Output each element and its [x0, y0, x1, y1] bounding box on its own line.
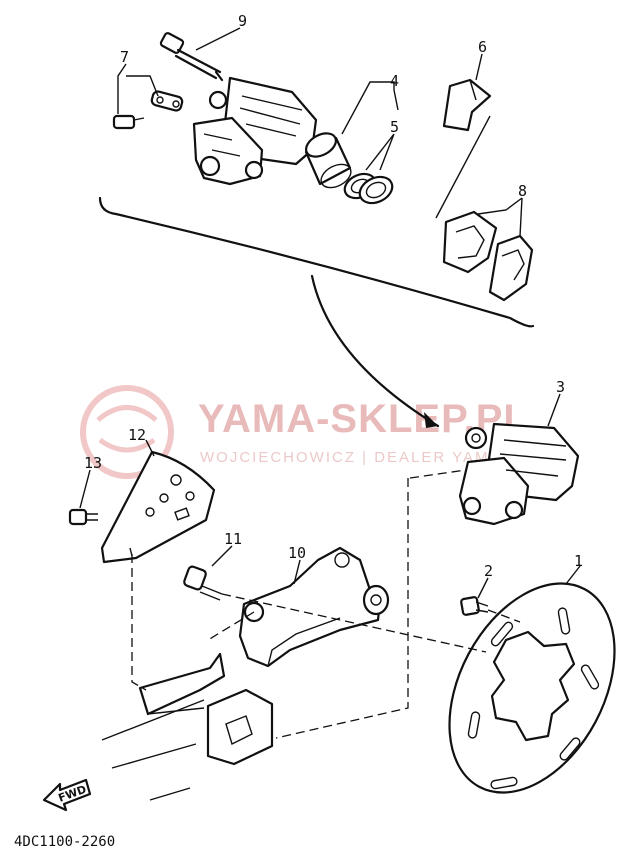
callout-11: 11: [224, 530, 242, 548]
callout-3: 3: [556, 378, 565, 396]
part-4-piston: [304, 132, 352, 189]
part-8-brake-pads: [442, 210, 534, 302]
callout-1: 1: [574, 552, 583, 570]
callout-13: 13: [84, 454, 102, 472]
part-11-bolt: [183, 545, 233, 601]
watermark-logo-icon: [80, 385, 174, 479]
watermark-subtitle: WOJCIECHOWICZ | DEALER YAMAHA: [200, 449, 526, 466]
part-6-pad-spring: [442, 78, 492, 132]
callout-10: 10: [288, 544, 306, 562]
part-13-bolt: [68, 469, 98, 526]
part-7-bleeder: [112, 90, 184, 130]
assembly-lines: [131, 469, 521, 739]
callout-9: 9: [238, 12, 247, 30]
part-5-seals: [343, 172, 394, 205]
callout-4: 4: [390, 72, 399, 90]
callout-7: 7: [120, 48, 129, 66]
callouts: 1 2 3 4 5 6 7 8 9 10 11 12 13: [84, 12, 583, 580]
part-3-caliper-assy: [458, 393, 580, 526]
part-2-bolt: [460, 577, 489, 616]
callout-5: 5: [390, 118, 399, 136]
callout-12: 12: [128, 426, 146, 444]
upper-caliper: [192, 76, 318, 186]
part-9-bolt: [159, 32, 224, 82]
hub-mount: [101, 652, 274, 801]
callout-8: 8: [518, 182, 527, 200]
part-1-brake-disc: [448, 565, 616, 794]
group-bracket: [98, 196, 535, 428]
callout-2: 2: [484, 562, 493, 580]
callout-6: 6: [478, 38, 487, 56]
fwd-arrow-icon: FWD: [42, 778, 92, 812]
diagram-code: 4DC1100-2260: [14, 834, 115, 850]
upper-callout-leaders: [117, 27, 523, 237]
part-12-guard: [100, 439, 216, 564]
part-10-bracket: [238, 546, 390, 668]
